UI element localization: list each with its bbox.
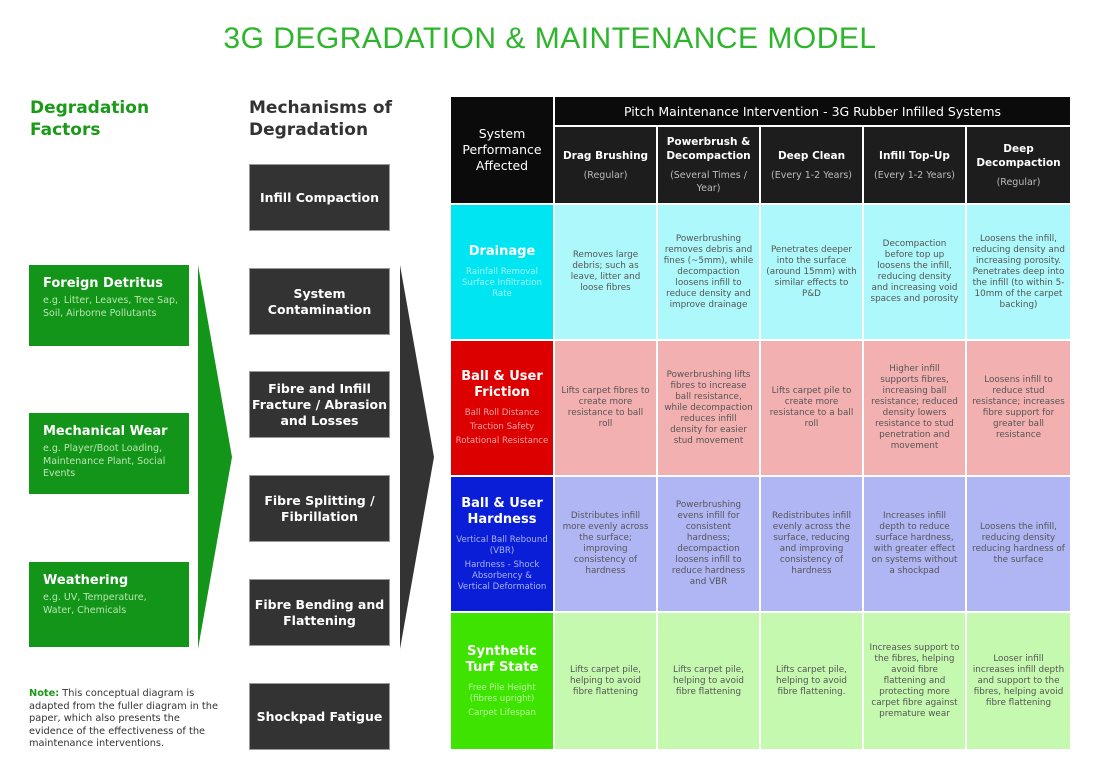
intervention-header: Deep Clean (Every 1-2 Years) xyxy=(761,127,862,203)
table-cell: Lifts carpet pile, helping to avoid fibr… xyxy=(761,613,862,749)
table-cell: Decompaction before top up loosens the i… xyxy=(864,205,965,339)
mechanism-system-contamination: System Contamination xyxy=(249,268,390,335)
note-label: Note: xyxy=(29,688,60,699)
page-title: 3G DEGRADATION & MAINTENANCE MODEL xyxy=(223,22,877,55)
intervention-frequency: (Every 1-2 Years) xyxy=(770,169,853,181)
row-name: Drainage xyxy=(468,244,536,259)
mechanism-fibre-splitting: Fibre Splitting / Fibrillation xyxy=(249,475,390,542)
dark-chevron-arrow-icon xyxy=(400,265,434,649)
table-cell: Loosens the infill, reducing density red… xyxy=(967,477,1070,611)
intervention-header: Infill Top-Up (Every 1-2 Years) xyxy=(864,127,965,203)
factor-desc: e.g. UV, Temperature, Water, Chemicals xyxy=(43,592,147,616)
table-cell: Lifts carpet pile to create more resista… xyxy=(761,341,862,475)
intervention-name: Deep Decompaction xyxy=(976,142,1061,169)
table-cell: Lifts carpet pile, helping to avoid fibr… xyxy=(658,613,759,749)
row-metric: Rainfall Removal Surface Infiltration Ra… xyxy=(462,267,542,299)
table-cell: Loosens infill to reduce stud resistance… xyxy=(967,341,1070,475)
note-text: Note: This conceptual diagram is adapted… xyxy=(29,688,224,751)
intervention-frequency: (Regular) xyxy=(996,176,1041,188)
row-name: Synthetic Turf State xyxy=(465,643,539,675)
intervention-frequency: (Several Times / Year) xyxy=(670,170,747,194)
row-metric: Ball Roll Distance xyxy=(464,408,540,418)
table-cell: Looser infill increases infill depth and… xyxy=(967,613,1070,749)
table-cell: Redistributes infill evenly across the s… xyxy=(761,477,862,611)
factor-foreign-detritus: Foreign Detritus e.g. Litter, Leaves, Tr… xyxy=(29,265,189,346)
table-cell: Increases infill depth to reduce surface… xyxy=(864,477,965,611)
table-title: Pitch Maintenance Intervention - 3G Rubb… xyxy=(555,97,1070,125)
table-cell: Loosens the infill, reducing density and… xyxy=(967,205,1070,339)
table-cell: Distributes infill more evenly across th… xyxy=(555,477,656,611)
row-metric: Hardness - Shock Absorbency & Vertical D… xyxy=(457,559,547,592)
intervention-header: Deep Decompaction (Regular) xyxy=(967,127,1070,203)
mechanism-fibre-infill-fracture: Fibre and Infill Fracture / Abrasion and… xyxy=(249,371,390,438)
factor-name: Foreign Detritus xyxy=(43,276,163,291)
intervention-name: Infill Top-Up xyxy=(879,149,950,162)
intervention-name: Powerbrush & Decompaction xyxy=(666,136,751,162)
factor-name: Mechanical Wear xyxy=(43,424,168,439)
mechanism-fibre-bending: Fibre Bending and Flattening xyxy=(249,579,390,646)
intervention-frequency: (Regular) xyxy=(583,169,628,181)
factor-weathering: Weathering e.g. UV, Temperature, Water, … xyxy=(29,562,189,647)
intervention-header: Powerbrush & Decompaction (Several Times… xyxy=(658,127,759,203)
row-metric: Vertical Ball Rebound (VBR) xyxy=(456,534,548,556)
table-cell: Increases support to the fibres, helping… xyxy=(864,613,965,749)
factors-heading: Degradation Factors xyxy=(30,98,150,140)
row-metric: Free Pile Height (fibres upright) xyxy=(468,682,536,704)
green-chevron-arrow-icon xyxy=(198,265,232,649)
table-cell: Powerbrushing removes debris and fines (… xyxy=(658,205,759,339)
row-metric: Traction Safety xyxy=(469,422,535,432)
factor-desc: e.g. Player/Boot Loading, Maintenance Pl… xyxy=(43,443,166,479)
row-name: Ball & User Friction xyxy=(461,369,543,400)
table-cell: Removes large debris; such as leave, lit… xyxy=(555,205,656,339)
table-cell: Lifts carpet pile, helping to avoid fibr… xyxy=(555,613,656,749)
table-cell: Higher infill supports fibres, increasin… xyxy=(864,341,965,475)
intervention-name: Deep Clean xyxy=(777,149,846,162)
factor-name: Weathering xyxy=(43,573,129,588)
mechanism-shockpad-fatigue: Shockpad Fatigue xyxy=(249,683,390,750)
factor-desc: e.g. Litter, Leaves, Tree Sap, Soil, Air… xyxy=(43,295,179,319)
intervention-frequency: (Every 1-2 Years) xyxy=(873,169,956,181)
mechanisms-heading: Mechanisms of Degradation xyxy=(249,98,392,140)
table-cell: Powerbrushing lifts fibres to increase b… xyxy=(658,341,759,475)
table-cell: Powerbrushing evens infill for consisten… xyxy=(658,477,759,611)
mechanism-infill-compaction: Infill Compaction xyxy=(249,164,390,231)
intervention-header: Drag Brushing (Regular) xyxy=(555,127,656,203)
table-cell: Lifts carpet fibres to create more resis… xyxy=(555,341,656,475)
note-body: This conceptual diagram is adapted from … xyxy=(29,688,218,750)
row-name: Ball & User Hardness xyxy=(461,495,543,527)
factor-mechanical-wear: Mechanical Wear e.g. Player/Boot Loading… xyxy=(29,413,189,494)
row-metric: Rotational Resistance xyxy=(455,436,549,446)
intervention-name: Drag Brushing xyxy=(562,149,649,162)
table-corner-header: System Performance Affected xyxy=(451,97,553,203)
row-metric: Carpet Lifespan xyxy=(468,707,536,718)
table-cell: Penetrates deeper into the surface (arou… xyxy=(761,205,862,339)
